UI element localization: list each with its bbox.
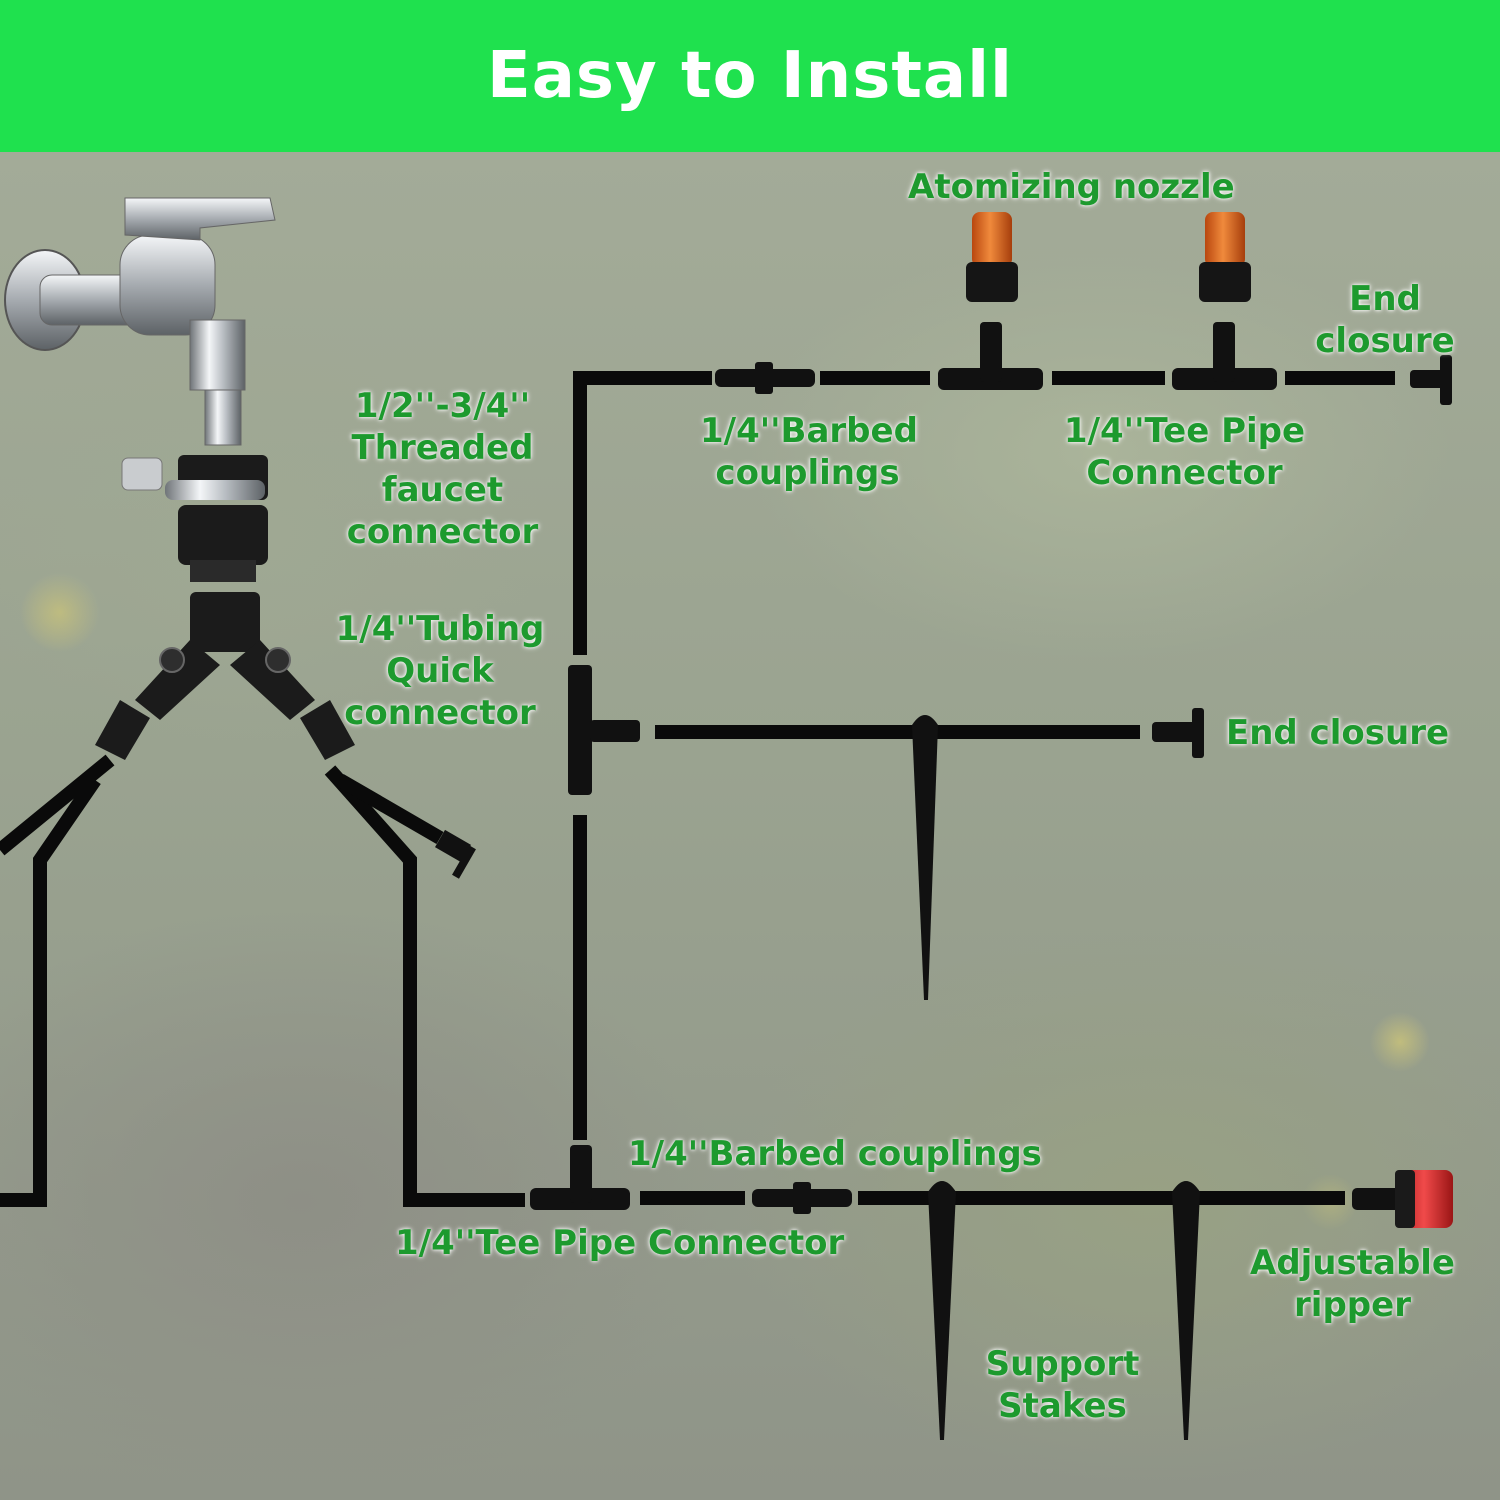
label-tee-pipe-connector-bottom: 1/4''Tee Pipe Connector bbox=[395, 1223, 845, 1263]
barbed-coupling-top-icon bbox=[715, 362, 815, 394]
end-closure-top-icon bbox=[1410, 355, 1452, 405]
tubing-lines bbox=[0, 371, 1395, 1207]
label-adjustable-ripper: Adjustable ripper bbox=[1250, 1243, 1455, 1325]
atomizing-nozzle-2-icon bbox=[1199, 212, 1251, 302]
tee-connector-top-1-icon bbox=[938, 322, 1043, 390]
threaded-faucet-connector-icon bbox=[121, 455, 268, 582]
atomizing-nozzle-1-icon bbox=[966, 212, 1018, 302]
label-tee-pipe-connector-top: 1/4''Tee Pipe Connector bbox=[1063, 411, 1306, 493]
page-title: Easy to Install bbox=[487, 39, 1013, 113]
label-threaded-faucet-connector: 1/2''-3/4'' Threaded faucet connector bbox=[346, 386, 539, 552]
label-tubing-quick-connector: 1/4''Tubing Quick connector bbox=[335, 609, 545, 733]
label-end-closure-middle: End closure bbox=[1226, 713, 1450, 753]
label-barbed-couplings-bottom: 1/4''Barbed couplings bbox=[628, 1134, 1042, 1174]
support-stake-2-icon bbox=[1172, 1181, 1200, 1440]
tubing-quick-connector-icon bbox=[568, 665, 640, 795]
label-barbed-couplings-top: 1/4''Barbed couplings bbox=[700, 411, 918, 493]
faucet-icon bbox=[4, 197, 276, 446]
label-support-stakes: Support Stakes bbox=[985, 1344, 1140, 1426]
tee-connector-top-2-icon bbox=[1172, 322, 1277, 390]
support-stake-middle-icon bbox=[912, 715, 938, 1000]
y-splitter-icon bbox=[95, 592, 355, 760]
end-closure-middle-icon bbox=[1152, 708, 1204, 758]
barbed-coupling-bottom-icon bbox=[752, 1182, 852, 1214]
label-atomizing-nozzle: Atomizing nozzle bbox=[908, 167, 1235, 207]
adjustable-ripper-icon bbox=[1352, 1170, 1453, 1228]
label-end-closure-top: End closure bbox=[1315, 279, 1455, 361]
end-closure-left-icon bbox=[435, 829, 476, 879]
support-stake-1-icon bbox=[928, 1181, 956, 1440]
tee-connector-bottom-icon bbox=[530, 1145, 630, 1210]
header-banner: Easy to Install bbox=[0, 0, 1500, 152]
